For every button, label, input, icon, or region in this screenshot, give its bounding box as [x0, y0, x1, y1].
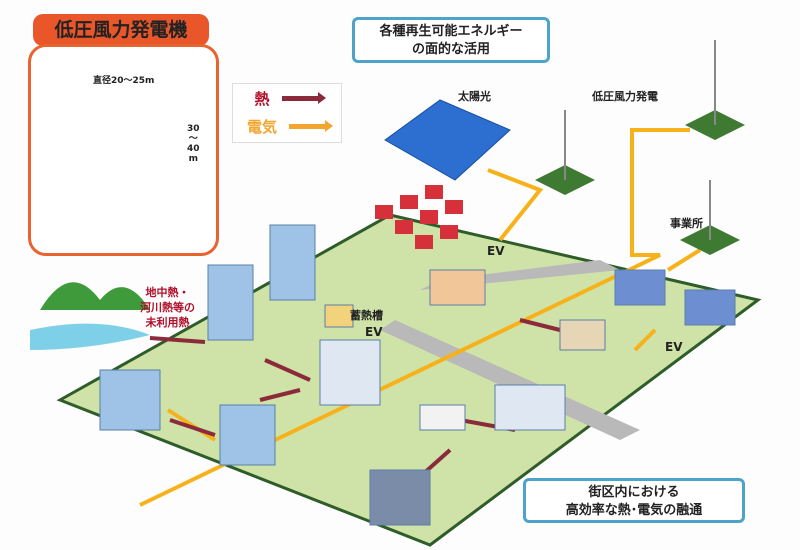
diameter-label: 直径20～25m — [93, 76, 155, 86]
legend-electricity: 電気 — [233, 112, 341, 140]
callout-district: 街区内における高効率な熱･電気の融通 — [523, 478, 745, 523]
spec-box — [28, 44, 219, 256]
label-ev: EV — [665, 340, 683, 354]
label-ev: EV — [365, 325, 383, 339]
river — [30, 323, 150, 350]
electricity-lines — [139, 128, 702, 507]
hills — [40, 282, 150, 310]
wind-turbines — [535, 40, 745, 255]
label-storage: 蓄熱槽 — [350, 309, 383, 322]
title: 低圧風力発電機 — [33, 14, 209, 46]
solar-panels — [384, 99, 511, 181]
callout-renewables: 各種再生可能エネルギーの面的な活用 — [352, 17, 550, 63]
houses — [375, 185, 463, 249]
label-office: 事業所 — [670, 217, 703, 230]
label-ev: EV — [487, 244, 505, 258]
road — [380, 320, 640, 440]
buildings — [99, 224, 736, 526]
legend-heat: 熱 — [233, 84, 341, 112]
label-wind: 低圧風力発電 — [592, 90, 658, 103]
label-solar: 太陽光 — [458, 90, 491, 103]
label-unused-heat: 地中熱・河川熱等の未利用熱 — [140, 286, 195, 329]
legend: 熱 電気 — [232, 83, 342, 143]
